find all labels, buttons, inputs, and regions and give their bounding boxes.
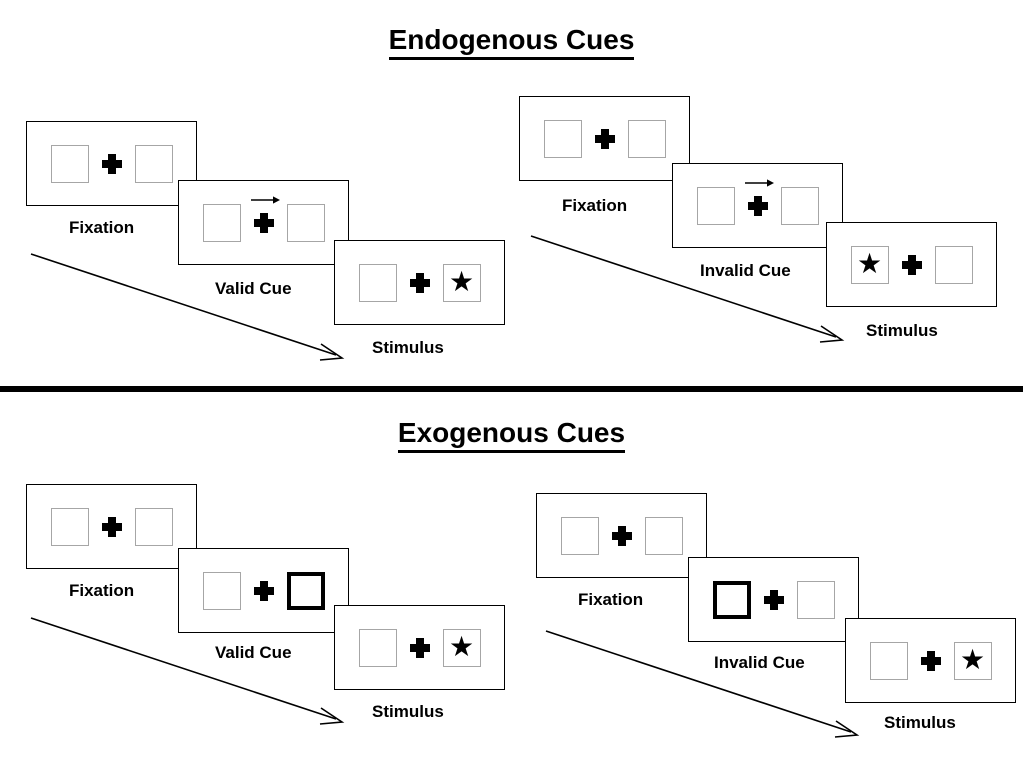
stage-label-exogenous-invalid-cue: Invalid Cue xyxy=(714,653,805,672)
star-target-icon: ★ xyxy=(856,247,883,279)
target-box-left: ★ xyxy=(850,245,889,284)
stage-label-exogenous-valid-cue: Valid Cue xyxy=(215,643,292,662)
frame-exogenous-valid-fixation xyxy=(26,484,197,569)
fixation-cross-icon xyxy=(407,635,433,661)
placeholder-box-left xyxy=(560,516,599,555)
frame-exogenous-valid-stimulus: ★ xyxy=(334,605,505,690)
placeholder-box-left xyxy=(202,203,241,242)
frame-exogenous-invalid-stimulus: ★ xyxy=(845,618,1016,703)
section-title-endogenous: Endogenous Cues xyxy=(0,24,1023,60)
fixation-cross-icon xyxy=(407,270,433,296)
stage-label-endogenous-valid-cue: Valid Cue xyxy=(215,279,292,298)
section-title-exogenous: Exogenous Cues xyxy=(0,417,1023,453)
placeholder-box-right xyxy=(134,144,173,183)
stage-label-endogenous-invalid-fixation: Fixation xyxy=(562,196,628,215)
placeholder-box-right xyxy=(644,516,683,555)
stage-label-endogenous-valid-fixation: Fixation xyxy=(69,218,135,237)
frame-exogenous-invalid-fixation xyxy=(536,493,707,578)
fixation-cross-icon xyxy=(592,126,618,152)
stage-label-exogenous-valid-fixation: Fixation xyxy=(69,581,135,600)
frame-endogenous-valid-cue xyxy=(178,180,349,265)
section-title-exogenous-text: Exogenous Cues xyxy=(397,417,626,453)
target-box-right: ★ xyxy=(442,263,481,302)
placeholder-box-left xyxy=(869,641,908,680)
placeholder-box-right xyxy=(796,580,835,619)
placeholder-box-left xyxy=(696,186,735,225)
stage-label-endogenous-valid-stimulus: Stimulus xyxy=(372,338,444,357)
star-target-icon: ★ xyxy=(959,643,986,675)
fixation-cross-icon xyxy=(99,514,125,540)
right-arrow-icon xyxy=(744,178,774,187)
time-arrow-exogenous-invalid xyxy=(545,630,860,738)
fixation-cross-icon xyxy=(250,195,280,236)
section-divider xyxy=(0,386,1023,392)
placeholder-box-left xyxy=(358,263,397,302)
cued-box-right xyxy=(286,571,325,610)
stage-label-exogenous-valid-stimulus: Stimulus xyxy=(372,702,444,721)
fixation-cross-icon xyxy=(251,578,277,604)
fixation-cross-icon xyxy=(744,178,774,219)
placeholder-box-left xyxy=(202,571,241,610)
frame-exogenous-valid-cue xyxy=(178,548,349,633)
fixation-cross-icon xyxy=(918,648,944,674)
time-arrow-endogenous-invalid xyxy=(530,235,845,343)
star-target-icon: ★ xyxy=(448,265,475,297)
stage-label-endogenous-invalid-stimulus: Stimulus xyxy=(866,321,938,340)
placeholder-box-left xyxy=(50,507,89,546)
frame-endogenous-invalid-fixation xyxy=(519,96,690,181)
frame-endogenous-valid-fixation xyxy=(26,121,197,206)
target-box-right: ★ xyxy=(442,628,481,667)
placeholder-box-right xyxy=(780,186,819,225)
frame-endogenous-invalid-stimulus: ★ xyxy=(826,222,997,307)
placeholder-box-right xyxy=(627,119,666,158)
placeholder-box-right xyxy=(934,245,973,284)
stage-label-exogenous-invalid-stimulus: Stimulus xyxy=(884,713,956,732)
right-arrow-icon xyxy=(250,195,280,204)
stage-label-endogenous-invalid-cue: Invalid Cue xyxy=(700,261,791,280)
fixation-cross-icon xyxy=(609,523,635,549)
fixation-cross-icon xyxy=(761,587,787,613)
placeholder-box-left xyxy=(358,628,397,667)
placeholder-box-left xyxy=(543,119,582,158)
time-arrow-exogenous-valid xyxy=(30,617,345,725)
stage-label-exogenous-invalid-fixation: Fixation xyxy=(578,590,644,609)
cued-box-left xyxy=(712,580,751,619)
fixation-cross-icon xyxy=(99,151,125,177)
star-target-icon: ★ xyxy=(448,630,475,662)
time-arrow-endogenous-valid xyxy=(30,253,345,361)
target-box-right: ★ xyxy=(953,641,992,680)
frame-endogenous-invalid-cue xyxy=(672,163,843,248)
placeholder-box-right xyxy=(286,203,325,242)
placeholder-box-left xyxy=(50,144,89,183)
frame-endogenous-valid-stimulus: ★ xyxy=(334,240,505,325)
frame-exogenous-invalid-cue xyxy=(688,557,859,642)
placeholder-box-right xyxy=(134,507,173,546)
fixation-cross-icon xyxy=(899,252,925,278)
section-title-endogenous-text: Endogenous Cues xyxy=(388,24,635,60)
